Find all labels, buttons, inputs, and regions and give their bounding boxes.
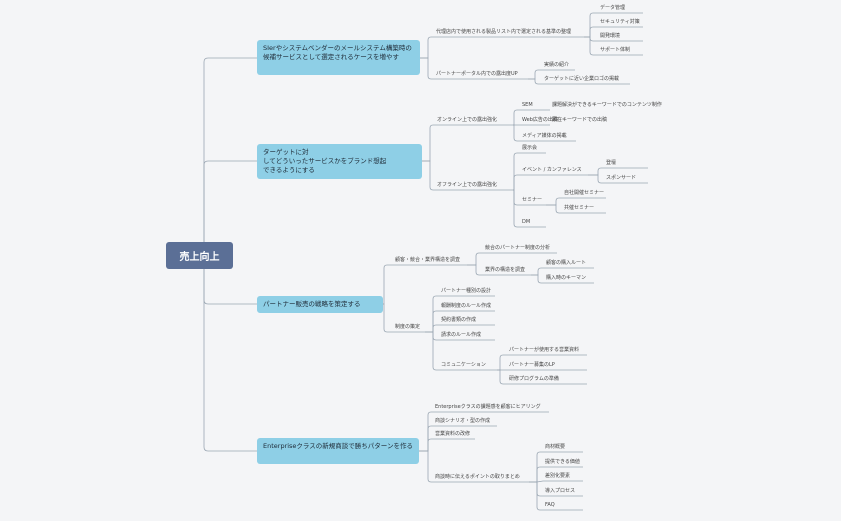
connector-line: [203, 160, 257, 255]
branch2-leaf[interactable]: 共催セミナー: [564, 205, 595, 211]
connector-line: [513, 174, 588, 191]
branch2-leaf[interactable]: 自社開催セミナー: [564, 190, 605, 196]
connector-line: [497, 354, 587, 371]
branch-node-1[interactable]: SIerやシステムベンダーのメールシステム構築時の候補サービスとして選定されるケ…: [257, 40, 420, 75]
connector-line: [529, 451, 583, 483]
connector-line: [203, 255, 257, 452]
branch4-leaf[interactable]: 差別化要素: [545, 473, 571, 479]
branch1-leaf[interactable]: サポート体制: [600, 47, 631, 53]
connector-line: [529, 481, 583, 511]
branch4-leaf[interactable]: FAQ: [545, 502, 555, 508]
connector-line: [497, 369, 587, 385]
connector-line: [584, 36, 643, 56]
connector-line: [425, 310, 495, 333]
connector-line: [588, 174, 648, 184]
connector-line: [419, 450, 529, 483]
connector-line: [383, 303, 425, 333]
connector-line: [383, 264, 467, 305]
connector-line: [513, 189, 546, 228]
branch3-subitem[interactable]: 競合のパートナー制度の分析: [485, 245, 551, 251]
connector-line: [467, 252, 557, 266]
branch2-subitem[interactable]: SEM: [522, 102, 533, 108]
branch3-leaf[interactable]: パートナー募集のLP: [509, 362, 555, 368]
connector-line: [419, 438, 475, 452]
connector-line: [513, 109, 550, 126]
branch3-leaf[interactable]: パートナーが使用する営業資料: [509, 347, 580, 353]
branch1-item[interactable]: 代理店内で使用される製品リスト内で選定される基準の整理: [436, 29, 572, 35]
connector-line: [546, 197, 606, 206]
connector-line: [584, 12, 643, 38]
branch3-item[interactable]: 顧客・競合・業界構造を調査: [395, 257, 461, 263]
branch4-leaf[interactable]: 導入プロセス: [545, 488, 576, 494]
branch1-leaf[interactable]: 実績の紹介: [544, 62, 570, 68]
branch1-leaf[interactable]: データ管理: [600, 5, 626, 11]
connector-line: [529, 466, 583, 483]
branch3-leaf[interactable]: 顧客の購入ルート: [546, 260, 587, 266]
branch1-leaf[interactable]: ターゲットに近い企業ロゴの掲載: [544, 76, 620, 82]
branch3-leaf[interactable]: 購入時のキーマン: [546, 275, 587, 281]
branch2-item[interactable]: オフライン上での露出強化: [437, 182, 498, 188]
connector-line: [528, 78, 630, 85]
branch3-subitem[interactable]: 報酬制度のルール作成: [441, 303, 492, 309]
root-node[interactable]: 売上向上: [166, 242, 233, 269]
branch3-subitem[interactable]: パートナー種別の設計: [441, 288, 492, 294]
connector-line: [203, 57, 257, 255]
branch-node-3[interactable]: パートナー販売の戦略を策定する: [257, 296, 383, 313]
connector-line: [419, 425, 497, 452]
branch2-leaf[interactable]: スポンサード: [606, 175, 637, 181]
connector-line: [528, 69, 575, 80]
branch4-item[interactable]: 商談時に伝えるポイントの取りまとめ: [435, 474, 520, 480]
connector-line: [425, 324, 495, 333]
connector-line: [422, 124, 513, 162]
connector-line: [546, 204, 606, 214]
branch-node-4[interactable]: Enterpriseクラスの新規商談で勝ちパターンを作る: [257, 438, 419, 464]
branch2-subitem[interactable]: DM: [522, 219, 531, 225]
connector-line: [425, 331, 497, 371]
branch2-subitem[interactable]: 展示会: [522, 145, 538, 151]
branch3-subitem[interactable]: 契約書類の作成: [441, 317, 477, 323]
connector-line: [425, 295, 495, 333]
branch4-leaf[interactable]: 商材概要: [545, 444, 566, 450]
connector-line: [588, 167, 648, 176]
branch1-leaf[interactable]: 開発環境: [600, 33, 621, 39]
branch2-leaf[interactable]: 顕在キーワードでの出稿: [552, 117, 608, 123]
branch2-leaf[interactable]: 課題解決ができるキーワードでのコンテンツ制作: [552, 102, 662, 108]
branch4-leaf[interactable]: 提供できる価値: [545, 459, 580, 465]
branch2-subitem[interactable]: Web広告の出稿: [522, 117, 558, 123]
connector-line: [419, 411, 549, 452]
connector-line: [422, 160, 513, 191]
connector-line: [420, 57, 528, 80]
connector-line: [513, 152, 546, 191]
branch3-subitem[interactable]: 請求のルール作成: [441, 332, 482, 338]
branch2-item[interactable]: オンライン上での露出強化: [437, 117, 498, 123]
connector-line: [531, 267, 594, 276]
connector-line: [584, 26, 643, 38]
branch1-leaf[interactable]: セキュリティ対策: [600, 19, 640, 25]
branch4-item[interactable]: 商談シナリオ・型の作成: [435, 418, 491, 424]
branch4-item[interactable]: Enterpriseクラスの課題感を顧客にヒアリング: [435, 404, 541, 410]
branch2-subitem[interactable]: セミナー: [522, 197, 543, 203]
branch-node-2[interactable]: ターゲットに対 してどういったサービスかをブランド想起 できるようにする: [257, 144, 422, 179]
branch3-subitem[interactable]: コミュニケーション: [441, 362, 486, 368]
connector-line: [531, 274, 594, 284]
branch2-leaf[interactable]: 登壇: [606, 160, 617, 166]
branch3-leaf[interactable]: 研修プログラムの準備: [509, 376, 559, 382]
branch2-subitem[interactable]: イベント / カンファレンス: [522, 167, 582, 173]
branch3-subitem[interactable]: 業界の構造を調査: [485, 267, 526, 273]
connector-line: [467, 264, 531, 276]
branch4-item[interactable]: 営業資料の改修: [435, 431, 471, 437]
connector-line: [513, 124, 576, 142]
connector-line: [420, 36, 584, 59]
branch2-subitem[interactable]: メディア媒体の掲載: [522, 133, 567, 139]
branch3-item[interactable]: 制度の策定: [395, 324, 421, 330]
branch1-item[interactable]: パートナーポータル内での露出度UP: [436, 71, 518, 77]
